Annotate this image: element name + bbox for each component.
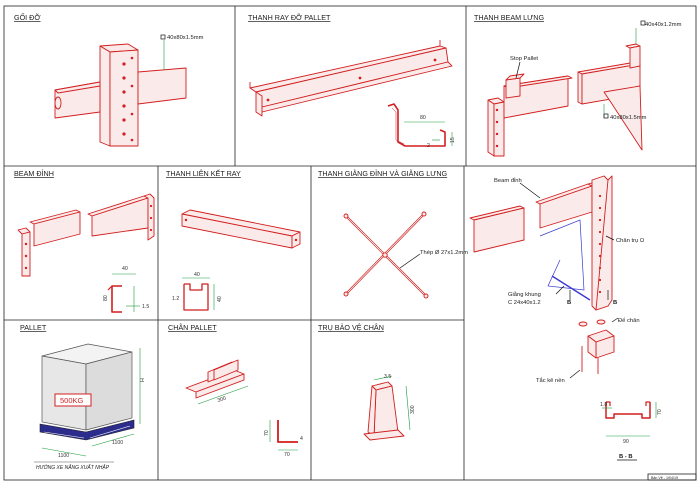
assembly-dim-90: 90 [623,439,629,445]
beam-lung-drawing [487,20,646,157]
tru-bao-ve-title: TRỤ BẢO VỆ CHÂN [318,323,384,332]
goi-do-title: GỐI ĐỠ [14,12,41,22]
frame [3,5,697,481]
giang-drawing [343,211,429,299]
panel-tru-bao-ve: TRỤ BẢO VỆ CHÂN 3.5 300 [318,323,416,441]
panel-beam-lung: THANH BEAM LƯNG 40x40x1.2mm Stop Pallet [474,13,682,157]
assembly-dim-1-8: 1.8 [600,402,607,408]
assembly-beam-label: Beam đỉnh [494,177,522,184]
pallet-caption: HƯỚNG XE NÂNG XUẤT NHẬP [36,464,110,471]
assembly-brace-label: Giằng khung [508,291,541,298]
chan-pallet-dim-300: 300 [217,395,227,403]
goi-do-dimension: 40x80x1.5mm [167,35,204,41]
thanh-ray-dim-15: 15 [450,137,456,143]
pallet-dim-1100-b: 1100 [112,440,123,446]
thanh-ray-dim-80: 80 [420,115,426,121]
pallet-dim-1100-a: 1100 [58,453,69,459]
beam-dinh-title: BEAM ĐỈNH [14,169,54,178]
assembly-section-title: B - B [619,454,633,460]
giang-title: THANH GIẰNG ĐỈNH VÀ GIẰNG LƯNG [318,169,448,178]
title-block-stamp: Bản Vẽ - 19/4/19 [651,476,678,480]
assembly-section-b-left: B [567,300,571,306]
chan-pallet-dim-4: 4 [300,436,303,442]
beam-lung-stop-pallet: Stop Pallet [510,56,538,62]
panel-thanh-ray: THANH RAY ĐỠ PALLET 80 2 15 [248,13,456,149]
tru-bao-ve-dim-3-5: 3.5 [384,374,391,380]
assembly-bolt-label: Tắc kê nền [536,377,565,384]
assembly-section-b-right: B [613,300,617,306]
chan-pallet-title: CHÂN PALLET [168,323,217,332]
beam-dinh-drawing [17,193,155,313]
panel-pallet: PALLET 500KG H 1100 1100 HƯỚNG XE NÂNG X… [20,323,146,471]
beam-lung-dim-bottom: 40x80x1.5mm [610,115,647,121]
panel-assembly: Beam đỉnh Chân trụ Ω Giằng khung C 24x40… [469,175,663,461]
chan-pallet-dim-70b: 70 [284,452,290,458]
chan-pallet-drawing [185,359,298,451]
assembly-brace-dim: C 24x40x1.2 [508,300,541,306]
panel-lien-ket-ray: THANH LIÊN KẾT RAY 40 1.2 40 [166,168,301,311]
pallet-title: PALLET [20,323,47,332]
assembly-dim-70: 70 [657,409,663,415]
beam-dinh-dim-80: 80 [103,295,109,301]
chan-pallet-dim-70: 70 [264,430,270,436]
lien-ket-title: THANH LIÊN KẾT RAY [166,168,241,178]
panel-chan-pallet: CHÂN PALLET 300 70 70 4 [168,323,303,458]
beam-lung-dim-top: 40x40x1.2mm [645,22,682,28]
lien-ket-dim-1-2: 1.2 [172,296,179,302]
tru-bao-ve-drawing [363,375,411,441]
beam-dinh-dim-1-5: 1.5 [142,304,149,310]
tru-bao-ve-dim-300: 300 [410,405,416,414]
pallet-dim-height: H [140,378,146,382]
beam-dinh-dim-40: 40 [122,266,128,272]
thanh-ray-title: THANH RAY ĐỠ PALLET [248,13,331,22]
pallet-drawing [34,343,141,463]
lien-ket-dim-40: 40 [194,272,200,278]
goi-do-drawing [54,34,187,147]
pallet-weight-label: 500KG [60,396,84,405]
giang-steel-label: Thép Ø 27x1.2mm [420,250,468,256]
assembly-column-label: Chân trụ Ω [616,238,645,244]
thanh-ray-drawing [249,40,453,147]
lien-ket-dim-40b: 40 [217,296,223,302]
assembly-foot-label: Đế chân [618,318,640,324]
assembly-drawing [469,175,657,461]
panel-giang: THANH GIẰNG ĐỈNH VÀ GIẰNG LƯNG Thép Ø 27… [318,169,468,299]
beam-lung-title: THANH BEAM LƯNG [474,13,544,22]
lien-ket-drawing [181,209,301,311]
panel-goi-do: GỐI ĐỠ 40x80x1.5mm [14,12,204,147]
panel-beam-dinh: BEAM ĐỈNH 40 80 1.5 [14,169,155,313]
thanh-ray-dim-2: 2 [427,143,430,149]
